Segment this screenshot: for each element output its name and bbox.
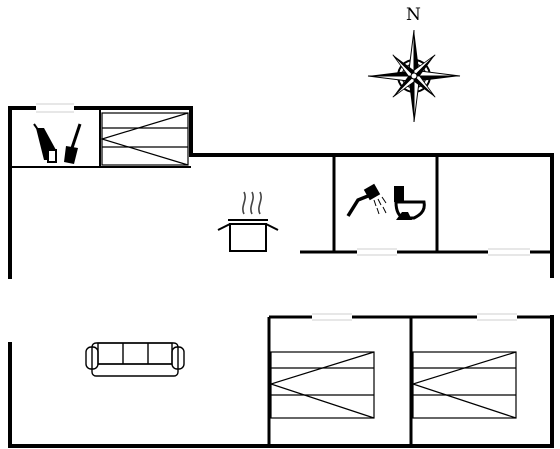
compass-north-label: N	[406, 5, 421, 25]
single-bed-icon	[269, 351, 375, 419]
cooking-pot-icon	[217, 191, 279, 252]
sofa-icon	[85, 342, 185, 377]
single-bed-icon	[411, 351, 517, 419]
exterior-walls	[8, 106, 554, 448]
compass-star-icon	[367, 29, 461, 123]
single-bed-icon	[99, 112, 189, 166]
cleaning-tools-icon	[33, 123, 82, 164]
shower-toilet-icon	[346, 183, 426, 220]
compass-rose: N	[367, 5, 461, 123]
windows	[36, 103, 74, 113]
door-gaps	[312, 248, 530, 321]
door-gap-edges	[312, 248, 530, 321]
